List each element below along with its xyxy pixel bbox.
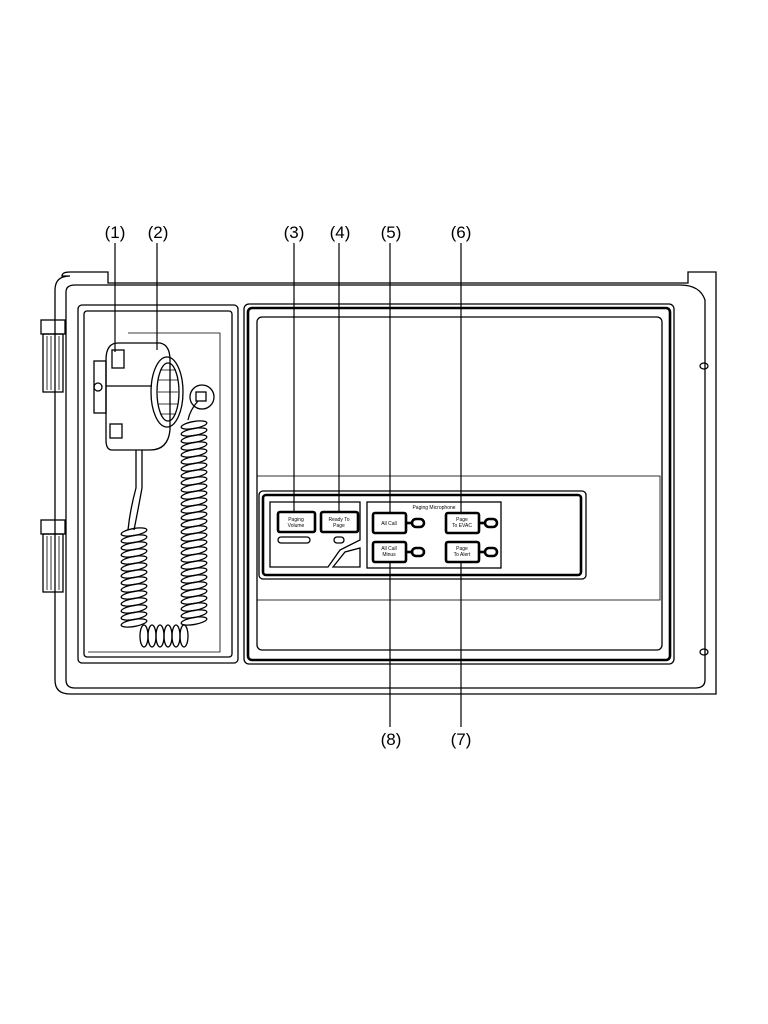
button-label: To Alert bbox=[454, 552, 471, 558]
callout-2: (2) bbox=[148, 223, 169, 242]
led-icon bbox=[406, 546, 426, 558]
callout-4: (4) bbox=[330, 223, 351, 242]
volume-indicator-bar bbox=[277, 536, 311, 544]
coil-loop-bottom bbox=[147, 624, 157, 648]
coil-loop-bottom bbox=[155, 624, 165, 648]
button-label: Page bbox=[333, 523, 345, 529]
callout-5: (5) bbox=[381, 223, 402, 242]
coil-loop-bottom bbox=[163, 624, 173, 648]
led-indicators bbox=[406, 517, 499, 558]
button-label: Ready To bbox=[328, 517, 349, 523]
callout-7: (7) bbox=[451, 730, 472, 749]
led-icon bbox=[479, 517, 499, 529]
paging-microphone-label: Paging Microphone bbox=[412, 505, 455, 511]
button-label: Paging bbox=[288, 517, 304, 523]
led-icon bbox=[406, 517, 426, 529]
button-label: To EVAC bbox=[452, 523, 472, 529]
page-to-evac-button[interactable]: Page To EVAC bbox=[444, 511, 481, 535]
page-to-alert-button[interactable]: Page To Alert bbox=[444, 540, 481, 564]
all-call-minus-button[interactable]: All Call Minus bbox=[371, 540, 408, 564]
microphone bbox=[88, 332, 221, 653]
button-label: Minus bbox=[382, 552, 396, 558]
button-label: All Call bbox=[381, 546, 397, 552]
coil-loop-left bbox=[120, 618, 148, 628]
coil-loop-bottom bbox=[179, 624, 189, 648]
hinge-top bbox=[40, 319, 66, 393]
button-label: All Call bbox=[381, 521, 397, 527]
callout-1: (1) bbox=[105, 223, 126, 242]
callout-lines bbox=[114, 243, 462, 727]
callout-6: (6) bbox=[451, 223, 472, 242]
coil-loop-right bbox=[180, 616, 208, 626]
coil-loop-bottom bbox=[139, 624, 149, 648]
paging-volume-button[interactable]: Paging Volume bbox=[276, 510, 317, 534]
button-label: Volume bbox=[288, 523, 305, 529]
button-label: Page bbox=[456, 546, 468, 552]
control-panel: Paging Microphone bbox=[258, 490, 587, 580]
ready-led-icon bbox=[333, 536, 345, 544]
coil-loop-bottom bbox=[171, 624, 181, 648]
all-call-button[interactable]: All Call bbox=[371, 511, 408, 535]
button-label: Page bbox=[456, 517, 468, 523]
hinge-bottom bbox=[40, 519, 66, 593]
enclosure bbox=[54, 271, 717, 695]
callout-8: (8) bbox=[381, 730, 402, 749]
callout-3: (3) bbox=[284, 223, 305, 242]
ready-to-page-button[interactable]: Ready To Page bbox=[319, 510, 360, 534]
led-icon bbox=[479, 546, 499, 558]
